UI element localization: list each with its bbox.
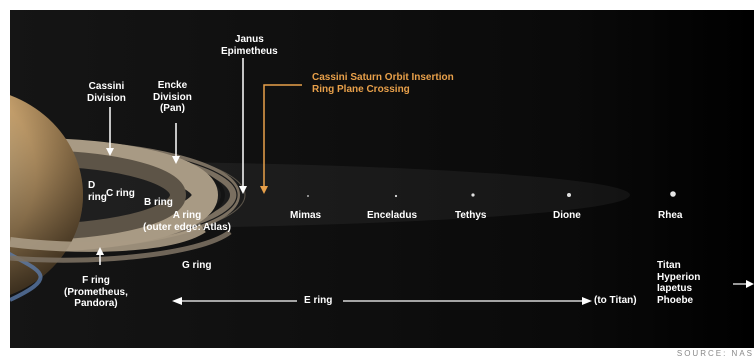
moon-label-mimas: Mimas	[290, 210, 322, 221]
orbit-insertion-label: Cassini Saturn Orbit Insertion Ring Plan…	[312, 72, 454, 95]
cassini-division-label: Cassini Division	[87, 81, 126, 104]
to-titan-label: (to Titan)	[594, 295, 637, 306]
g-ring-label: G ring	[182, 260, 212, 271]
enceladus-dot	[394, 194, 398, 198]
a-ring-label: A ring (outer edge: Atlas)	[143, 210, 231, 233]
f-ring-label: F ring (Prometheus, Pandora)	[64, 275, 128, 309]
moon-label-enceladus: Enceladus	[367, 210, 418, 221]
dione-dot	[567, 193, 571, 197]
mimas-dot	[307, 195, 309, 197]
outer-moons-label: Titan Hyperion Iapetus Phoebe	[657, 260, 701, 306]
encke-division-label: Encke Division (Pan)	[153, 80, 192, 114]
tethys-dot	[471, 193, 475, 197]
rhea-dot	[670, 191, 676, 197]
b-ring-label: B ring	[144, 197, 173, 208]
d-ring-label: D ring	[88, 180, 107, 203]
e-ring-arrow	[172, 280, 754, 305]
janus-epimetheus-label: Janus Epimetheus	[221, 34, 278, 57]
moon-label-tethys: Tethys	[455, 210, 487, 221]
diagram-art	[10, 10, 754, 348]
source-credit: SOURCE: NAS	[676, 349, 754, 358]
ring-shadow	[10, 252, 43, 302]
c-ring-label: C ring	[106, 188, 135, 199]
saturn-ring-diagram: Janus Epimetheus Cassini Division Encke …	[10, 10, 754, 348]
e-ring-label: E ring	[304, 295, 333, 306]
pointer-arrows	[96, 58, 302, 265]
moon-label-dione: Dione	[553, 210, 581, 221]
moon-label-rhea: Rhea	[658, 210, 683, 221]
